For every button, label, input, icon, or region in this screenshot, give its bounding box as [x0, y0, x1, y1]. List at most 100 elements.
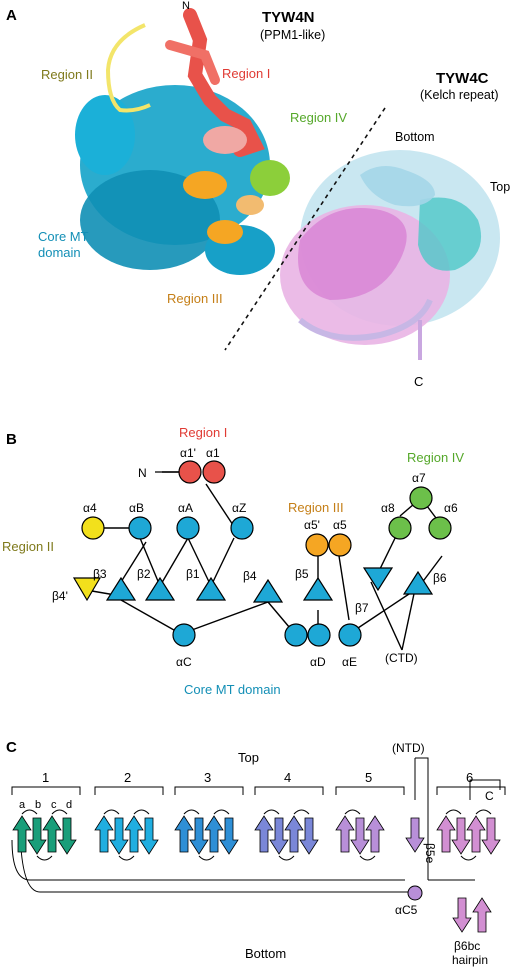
panel-c-top-label: Top — [238, 750, 259, 765]
region4-label-a: Region IV — [290, 110, 347, 125]
blade2-strand-a — [94, 815, 114, 853]
region1-label-a: Region I — [222, 66, 270, 81]
strand-letter-c: c — [51, 799, 57, 811]
hairpin-label-line2: hairpin — [452, 953, 488, 967]
blade3-loop-2 — [198, 855, 215, 861]
panel-a-letter: A — [6, 7, 17, 24]
blade4-loop-1 — [263, 809, 280, 815]
strand-b7 — [362, 567, 394, 592]
panel-b-letter: B — [6, 431, 17, 448]
blade3-strand-c — [204, 815, 224, 853]
label-a4: α4 — [83, 501, 97, 515]
blade-number-2: 2 — [124, 770, 131, 785]
label-b7: β7 — [355, 601, 369, 615]
blade-number-3: 3 — [204, 770, 211, 785]
region1-helix — [183, 8, 265, 157]
helix-aA — [176, 516, 200, 540]
blade1-strand-c — [42, 815, 62, 853]
panel-c: C Top Bottom (NTD) 1 2 3 4 5 6 a b c d α… — [6, 739, 506, 967]
blade4-strand-a — [254, 815, 274, 853]
blade2-strand-c — [124, 815, 144, 853]
blade4-strand-d — [299, 817, 319, 855]
blade-strands — [12, 809, 501, 861]
ntd-label: (NTD) — [392, 741, 425, 755]
helix-aC5 — [407, 885, 423, 901]
blade6-loop-1 — [445, 809, 462, 815]
label-aZ: αZ — [232, 501, 246, 515]
strand-letter-a: a — [19, 799, 26, 811]
helix-aC — [172, 623, 196, 647]
panel-c-letter: C — [6, 739, 17, 756]
helix-a1prime — [178, 460, 202, 484]
tyw4n-title: TYW4N — [262, 9, 315, 26]
region3-label-b: Region III — [288, 500, 344, 515]
region1-helix2 — [165, 40, 220, 85]
blade-number-1: 1 — [42, 770, 49, 785]
region1-label-b: Region I — [179, 425, 227, 440]
blade1-loop-3 — [51, 809, 68, 815]
strand-letter-d: d — [66, 799, 72, 811]
helix-aE — [338, 623, 362, 647]
protein-structure-render — [75, 8, 500, 360]
topology-connectors — [85, 471, 443, 651]
region2-loop — [105, 23, 151, 113]
blade1-loop-1 — [21, 809, 38, 815]
blade1-loop-2 — [36, 855, 53, 861]
tyw4c-title: TYW4C — [436, 70, 489, 87]
label-aC: αC — [176, 655, 192, 669]
label-aB: αB — [129, 501, 144, 515]
label-a7: α7 — [412, 471, 426, 485]
blade6-strand-a — [436, 815, 456, 853]
panel-a-c-terminus: C — [414, 374, 423, 389]
helix-aD — [307, 623, 331, 647]
blade6-c-terminus: C — [485, 789, 494, 803]
blade1-strand-b — [27, 817, 47, 855]
strand-b6 — [402, 570, 434, 595]
label-b1: β1 — [186, 567, 200, 581]
helix-a1 — [202, 460, 226, 484]
blade1-strand-d — [57, 817, 77, 855]
label-a5: α5 — [333, 518, 347, 532]
region3-loop — [236, 195, 264, 215]
strand-b1 — [195, 576, 227, 601]
blade3-strand-b — [189, 817, 209, 855]
helix-aZ — [230, 516, 254, 540]
blade2-loop-3 — [133, 809, 150, 815]
label-b4: β4 — [243, 569, 257, 583]
strand-b6c-hairpin — [472, 897, 492, 933]
strand-b4prime — [72, 577, 102, 602]
tyw4c-magenta-sheet — [298, 208, 407, 300]
blade-number-4: 4 — [284, 770, 291, 785]
helix-aDprime — [284, 623, 308, 647]
blade3-strand-d — [219, 817, 239, 855]
core-mt-helix-left — [75, 95, 135, 175]
aC5-label: αC5 — [395, 903, 418, 917]
label-a6: α6 — [444, 501, 458, 515]
label-b3: β3 — [93, 567, 107, 581]
blade6-strand-d — [481, 817, 501, 855]
region3-helix-upper — [183, 171, 227, 199]
tyw4c-bottom-loop — [298, 298, 433, 341]
blade4-loop-3 — [293, 809, 310, 815]
tyw4c-subtitle: (Kelch repeat) — [420, 88, 499, 102]
helix-a7 — [409, 486, 433, 510]
core-mt-label-b: Core MT domain — [184, 682, 281, 697]
helix-a5prime — [305, 533, 329, 557]
hairpin-label-line1: β6bc — [454, 939, 480, 953]
label-a1prime: α1' — [180, 446, 196, 460]
label-b6: β6 — [433, 571, 447, 585]
strand-b5 — [302, 576, 334, 601]
ctd-label: (CTD) — [385, 651, 418, 665]
label-a1: α1 — [206, 446, 220, 460]
helix-aB — [128, 516, 152, 540]
helix-a6 — [428, 516, 452, 540]
strand-b2 — [144, 576, 176, 601]
blade4-strand-b — [269, 817, 289, 855]
blade6-strand-c — [466, 815, 486, 853]
core-mt-label-line1: Core MT — [38, 229, 89, 244]
panel-a-top-label: Top — [490, 180, 510, 194]
blade2-loop-2 — [118, 855, 135, 861]
blade3-strand-a — [174, 815, 194, 853]
blade6-loop-2 — [460, 855, 477, 861]
